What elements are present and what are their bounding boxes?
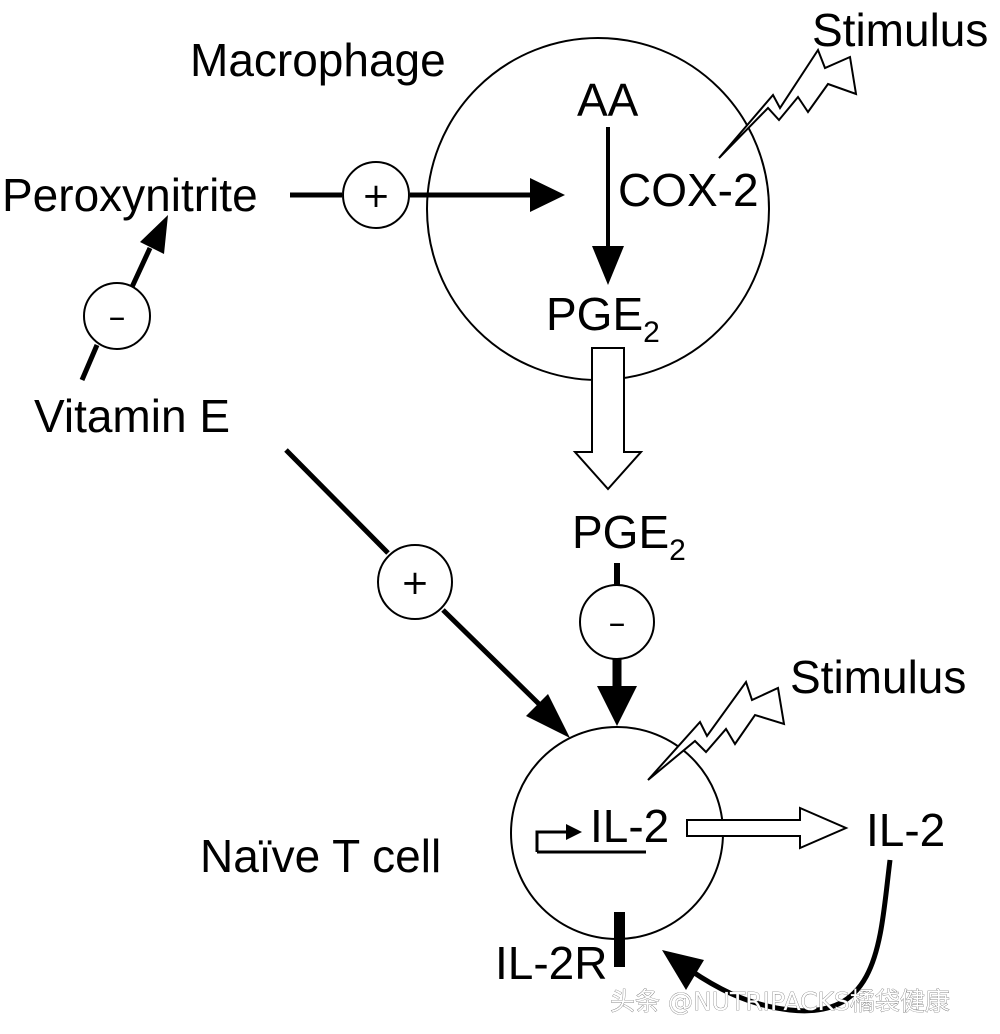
cox2-label: COX-2: [618, 164, 759, 216]
vitamin-e-label: Vitamin E: [34, 390, 230, 442]
promoter-arrow-icon: [535, 830, 570, 852]
stimulus-bottom-bolt-icon: [647, 679, 786, 781]
watermark-text: 头条 @NUTRIPACKS橘袋健康: [610, 987, 950, 1016]
aa-to-pge2-arrowhead: [592, 246, 624, 285]
minus-sign-vitamin-e: [83, 282, 151, 350]
pge2-secretion-hollow-arrow: [572, 347, 644, 491]
il2-secretion-hollow-arrow: [686, 806, 849, 850]
plus-sign-peroxynitrite-text: +: [362, 176, 391, 216]
stimulus-top-bolt-icon: [718, 47, 858, 159]
plus-sign-peroxynitrite: [342, 161, 410, 229]
vitamin-e-to-plus-line: [284, 448, 390, 555]
vitamin-e-to-t-cell-arrowhead: [526, 694, 570, 738]
minus-sign-pge2-text: –: [609, 603, 626, 643]
peroxynitrite-label: Peroxynitrite: [2, 169, 258, 221]
pge2-inner-label: PGE2: [546, 288, 660, 349]
promoter-arrowhead-icon: [566, 824, 582, 840]
minus-sign-vitamin-e-text: –: [109, 297, 126, 337]
il2r-label: IL-2R: [495, 937, 607, 989]
il2-feedback-curve: [688, 859, 893, 1014]
macrophage-label: Macrophage: [190, 34, 446, 86]
vitamin-e-to-minus-line: [79, 344, 100, 381]
minus-to-peroxynitrite-line: [129, 246, 153, 289]
peroxynitrite-arrowhead: [530, 178, 565, 212]
il2-feedback-arrowhead: [662, 950, 704, 990]
plus-to-t-cell-line: [441, 608, 542, 707]
il2-receptor-bar: [614, 912, 625, 967]
vitamin-e-to-peroxynitrite-arrowhead: [140, 215, 168, 254]
naive-t-cell-label: Naïve T cell: [200, 830, 441, 882]
pge2-to-t-cell-arrowhead: [597, 686, 637, 726]
plus-sign-vitamin-e: [377, 544, 453, 620]
il2-gene-label: IL-2: [590, 800, 669, 852]
stimulus-bottom-label: Stimulus: [790, 651, 966, 703]
plus-sign-vitamin-e-text: +: [401, 563, 430, 603]
stimulus-top-label: Stimulus: [812, 4, 988, 56]
pge2-outer-label: PGE2: [572, 506, 686, 567]
aa-label: AA: [577, 74, 639, 126]
il2-secreted-label: IL-2: [866, 804, 945, 856]
